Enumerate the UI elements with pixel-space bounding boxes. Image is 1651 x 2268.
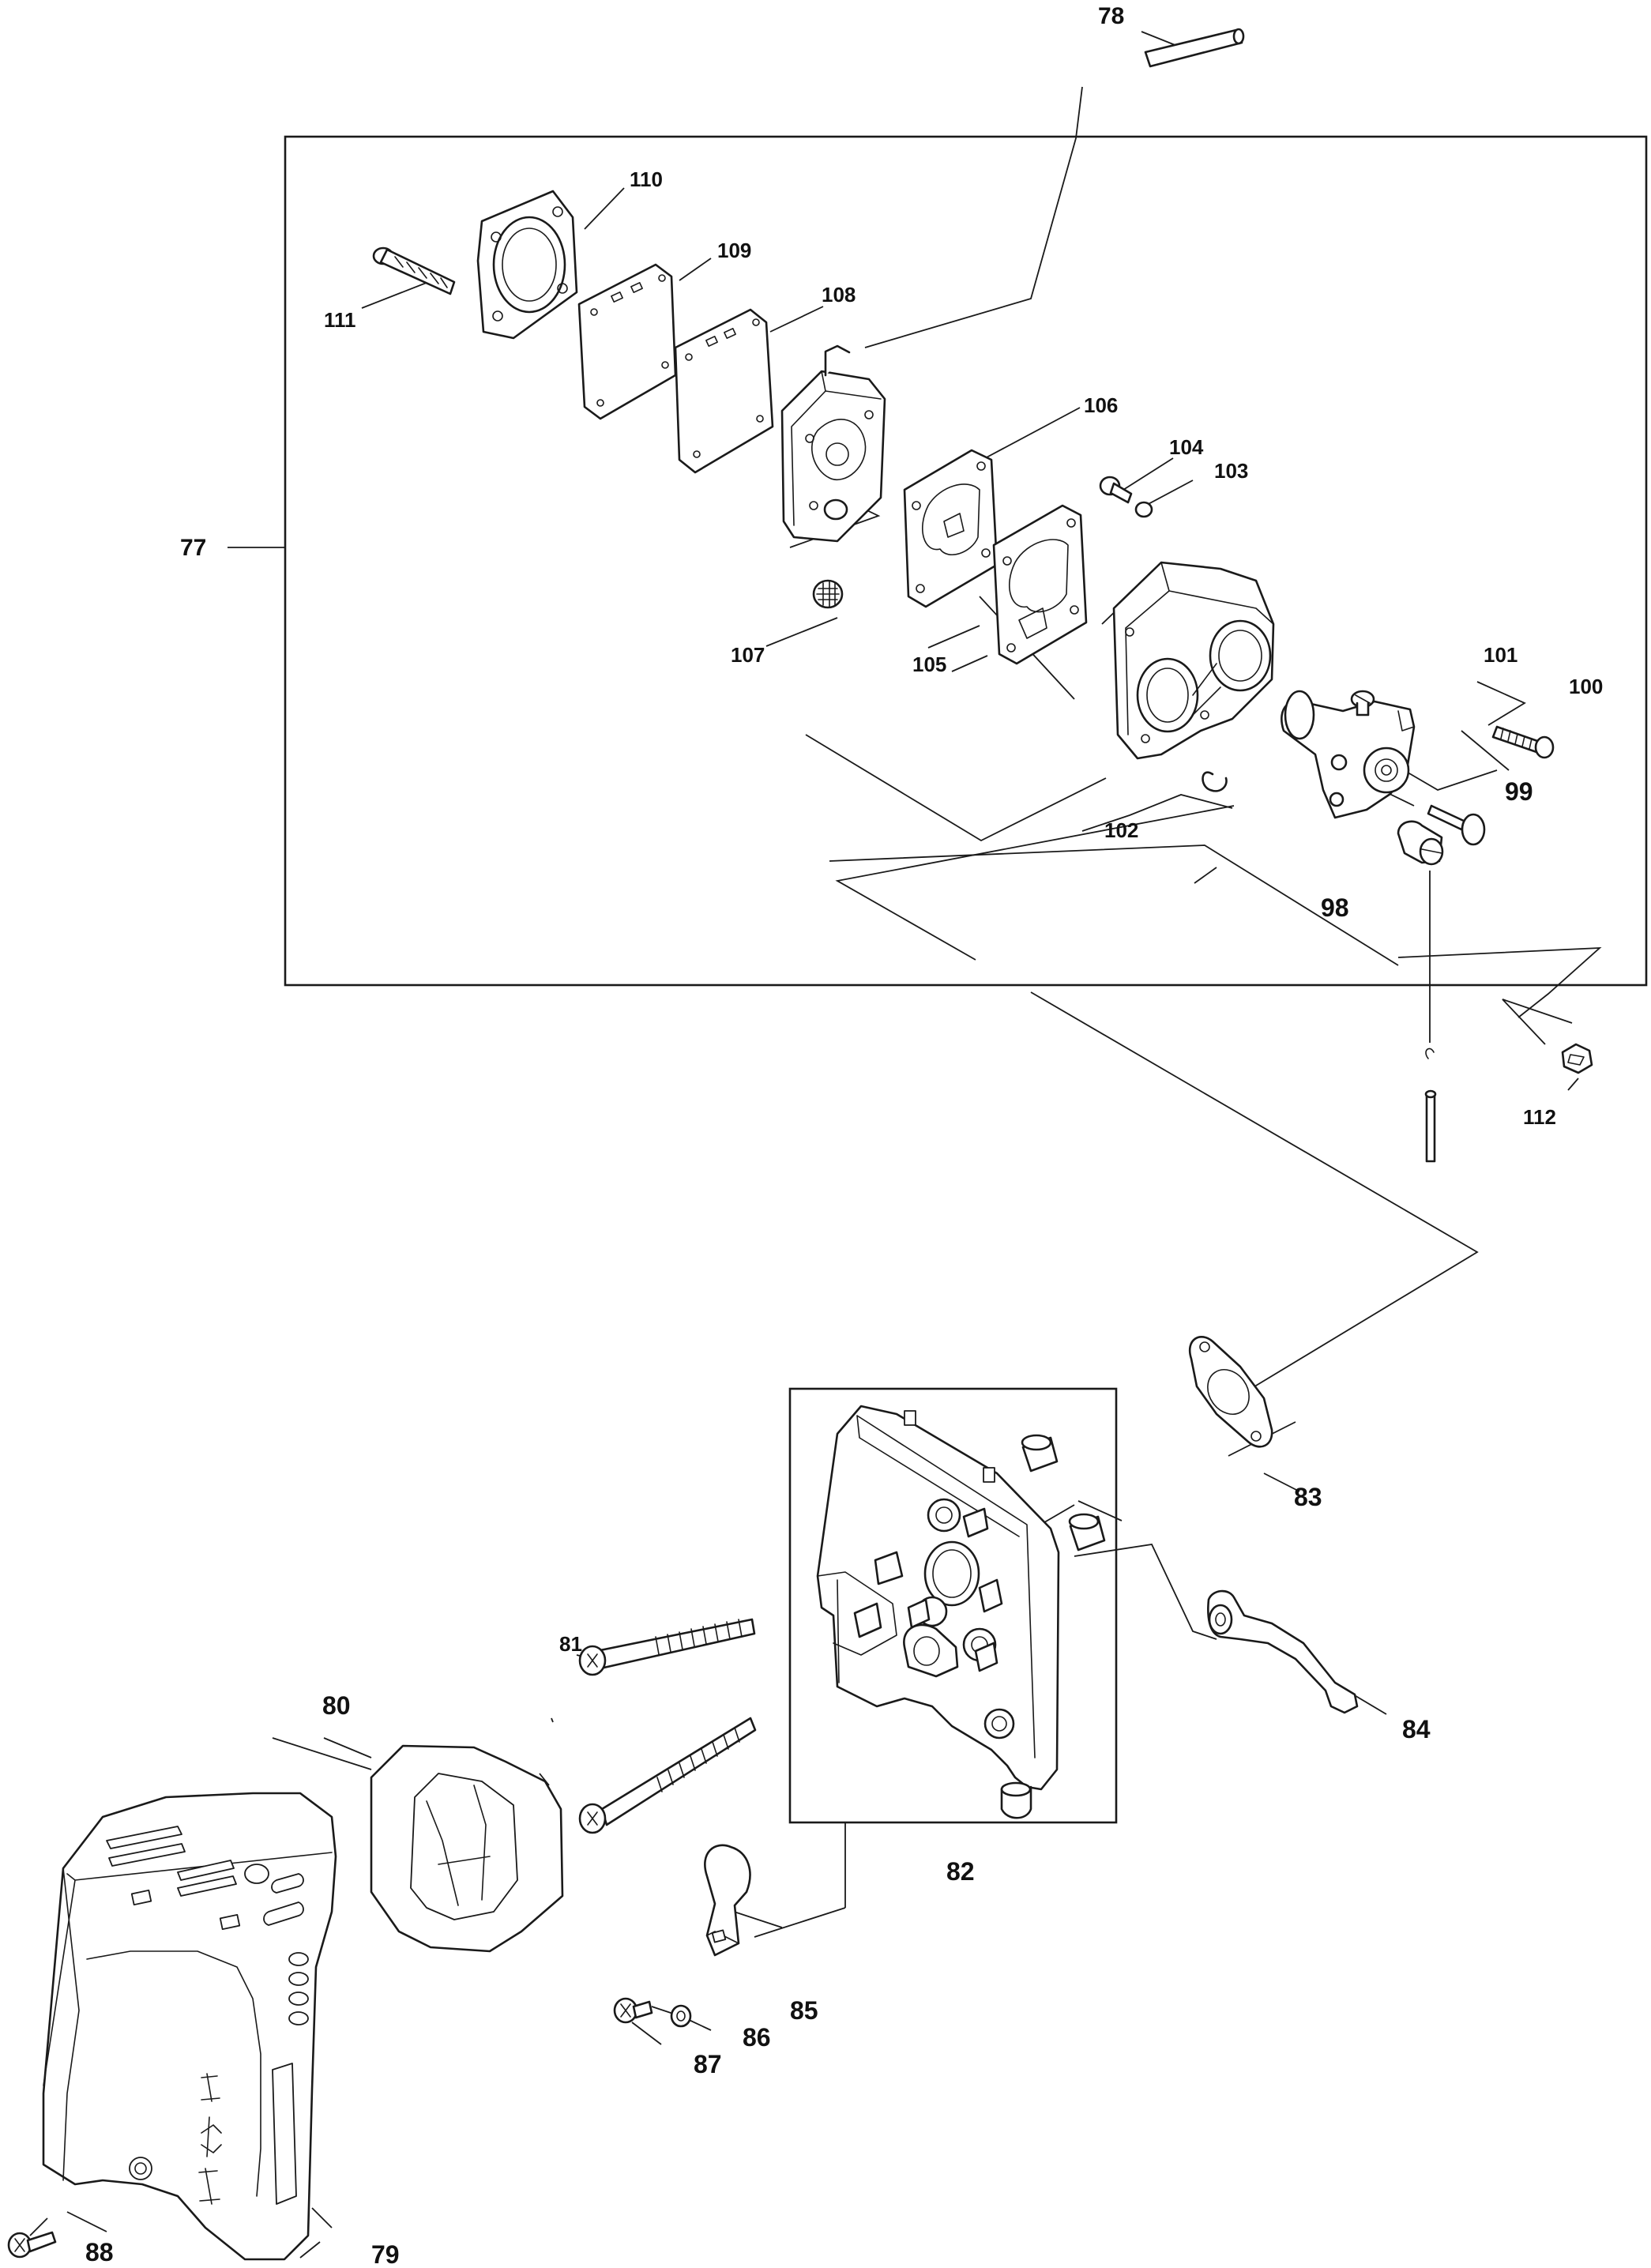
callout-77: 77 (180, 535, 206, 561)
callout-78: 78 (1098, 3, 1124, 29)
callout-110: 110 (630, 167, 663, 191)
callout-102: 102 (1104, 818, 1138, 842)
part-pump-cover (780, 344, 886, 543)
callout-80: 80 (322, 1691, 351, 1720)
part-o-ring-103 (1134, 501, 1153, 518)
callout-111: 111 (324, 308, 356, 332)
callout-84: 84 (1402, 1715, 1431, 1743)
part-air-cleaner-base (816, 1405, 1060, 1819)
part-nut-112 (1561, 1043, 1593, 1074)
part-choke-lever (1207, 1589, 1359, 1714)
callout-86: 86 (743, 2023, 771, 2052)
callout-79: 79 (371, 2240, 400, 2268)
callout-112: 112 (1523, 1105, 1556, 1129)
callout-99: 99 (1505, 777, 1533, 806)
callout-106: 106 (1084, 393, 1118, 417)
callout-88: 88 (85, 2238, 114, 2266)
callout-85: 85 (790, 1996, 818, 2025)
callout-107: 107 (731, 643, 765, 667)
callout-98: 98 (1321, 893, 1349, 922)
carburetor-assembly-frame (284, 135, 1648, 987)
part-gasket-plate (577, 263, 677, 420)
part-carburetor-body (1112, 561, 1275, 760)
callout-labels: 78 77 110 111 109 108 106 104 103 107 10… (85, 3, 1603, 2268)
callout-81: 81 (559, 1632, 582, 1656)
part-air-filter (370, 1744, 564, 1953)
callout-87: 87 (694, 2050, 722, 2078)
part-gasket-106 (903, 449, 998, 608)
part-choke-shutter (704, 1844, 751, 1957)
callout-105: 105 (912, 653, 946, 676)
part-washer-86 (670, 2004, 692, 2028)
part-adjuster-screw-99 (1427, 804, 1486, 846)
part-throttle-cable (1424, 1047, 1437, 1163)
air-cleaner-base-frame (788, 1387, 1118, 1824)
callout-101: 101 (1484, 643, 1517, 667)
callout-103: 103 (1214, 459, 1248, 483)
part-gasket-105 (992, 504, 1088, 665)
callout-104: 104 (1169, 435, 1204, 459)
part-clip-102 (1202, 771, 1228, 792)
part-diaphragm (674, 308, 774, 474)
callout-83: 83 (1294, 1483, 1322, 1511)
part-spacer-collars (1021, 1434, 1106, 1551)
part-screw-88 (7, 2231, 57, 2259)
part-air-cleaner-cover (42, 1792, 337, 2261)
part-flange-plate (476, 190, 578, 340)
callout-109: 109 (717, 239, 751, 262)
part-cap-98 (1397, 820, 1444, 866)
callout-100: 100 (1569, 675, 1603, 698)
part-screw-87 (613, 1997, 653, 2024)
part-throttle-assembly (1281, 690, 1416, 819)
part-screw-long (372, 246, 456, 295)
part-screw-small-104 (1099, 476, 1133, 504)
part-screw-100 (1491, 725, 1555, 759)
callout-82: 82 (946, 1857, 975, 1886)
part-pin (1144, 28, 1245, 68)
callout-108: 108 (822, 283, 856, 307)
part-insulator-gasket (1189, 1336, 1273, 1448)
part-long-bolts (578, 1618, 757, 1834)
part-filter-screen (812, 579, 844, 609)
